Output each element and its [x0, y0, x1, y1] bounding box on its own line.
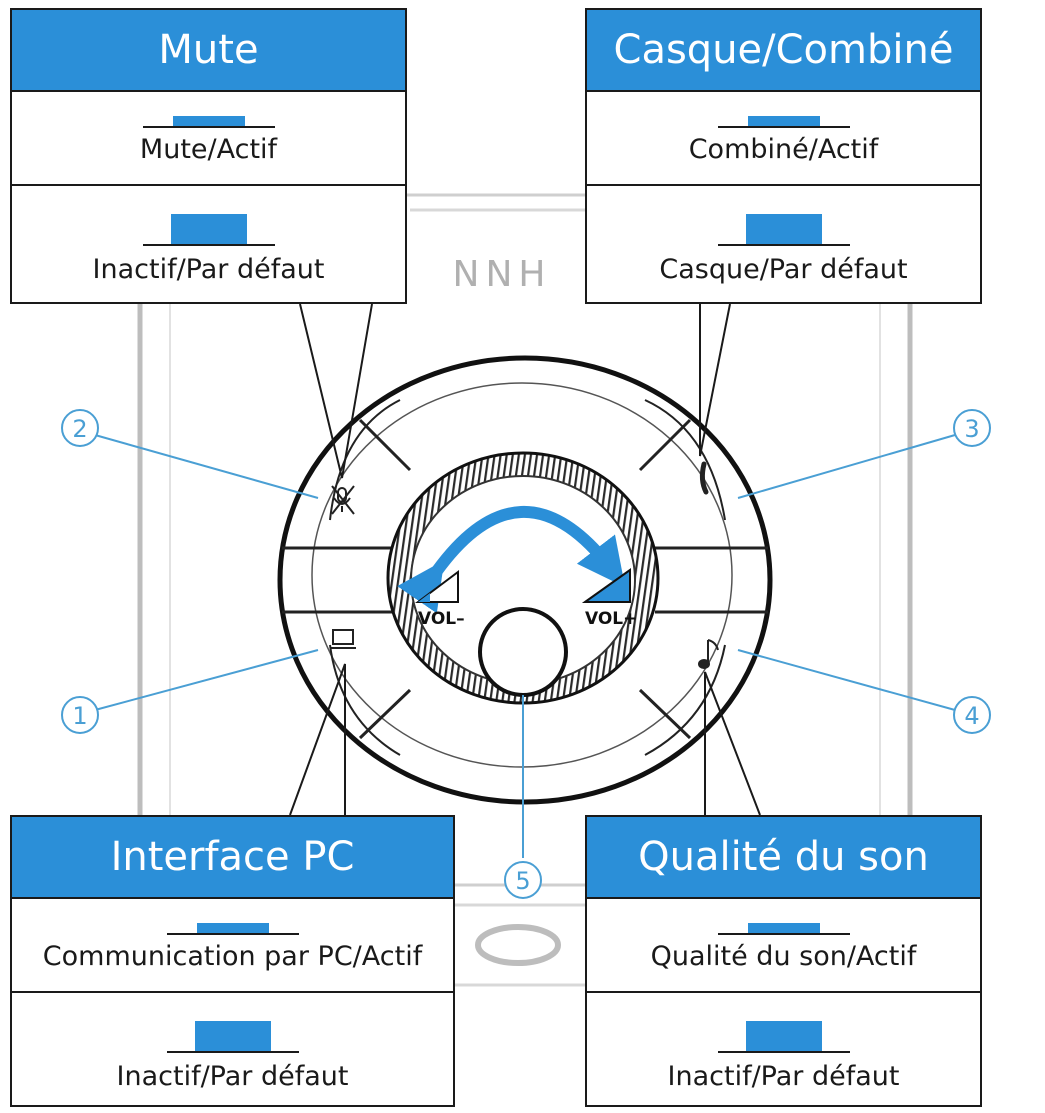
svg-text:2: 2 [72, 415, 87, 443]
state-default: Inactif/Par défaut [12, 991, 453, 1113]
state-label: Communication par PC/Actif [42, 941, 423, 972]
state-label: Inactif/Par défaut [92, 254, 325, 285]
panel-mute: Mute Mute/Actif Inactif/Par défaut [10, 8, 407, 304]
rotation-arrow [397, 505, 626, 614]
button-baseline [717, 1051, 850, 1053]
button-baseline [142, 244, 275, 246]
callout-1: 1 [61, 696, 99, 734]
callout-2: 2 [61, 409, 99, 447]
state-active: Mute/Actif [12, 90, 405, 184]
button-baseline [717, 244, 850, 246]
state-default: Inactif/Par défaut [12, 184, 405, 306]
state-active: Combiné/Actif [587, 90, 980, 184]
state-label: Combiné/Actif [688, 134, 879, 165]
panel-title: Interface PC [12, 817, 453, 897]
panel-sound: Qualité du son Qualité du son/Actif Inac… [585, 815, 982, 1107]
state-label: Qualité du son/Actif [650, 941, 917, 972]
button-baseline [166, 933, 299, 935]
state-default: Inactif/Par défaut [587, 991, 980, 1113]
vol-minus-fill [418, 593, 430, 602]
pressed-button-symbol [196, 923, 269, 933]
bottom-oval-button[interactable] [475, 924, 561, 966]
panel-title: Qualité du son [587, 817, 980, 897]
state-default: Casque/Par défaut [587, 184, 980, 306]
state-label: Mute/Actif [139, 134, 278, 165]
pressed-button-symbol [747, 923, 820, 933]
vol-minus-label: VOL– [418, 609, 465, 629]
vol-plus-label: VOL+ [585, 609, 637, 629]
center-button[interactable] [478, 607, 568, 697]
pressed-button-symbol [747, 116, 820, 126]
callout-lines [94, 434, 956, 858]
panel-headset: Casque/Combiné Combiné/Actif Casque/Par … [585, 8, 982, 304]
button-baseline [142, 126, 275, 128]
panel-title: Mute [12, 10, 405, 90]
button-baseline [717, 126, 850, 128]
brand-fragment: NNH [453, 254, 552, 295]
state-active: Communication par PC/Actif [12, 897, 453, 991]
callout-3: 3 [953, 409, 991, 447]
button-baseline [717, 933, 850, 935]
released-button-symbol [745, 1021, 822, 1051]
svg-text:4: 4 [964, 702, 979, 730]
callout-4: 4 [953, 696, 991, 734]
state-active: Qualité du son/Actif [587, 897, 980, 991]
quadrant-button-pc[interactable] [329, 644, 401, 756]
button-baseline [166, 1051, 299, 1053]
mute-microphone-icon [331, 485, 355, 515]
quadrant-button-mute[interactable] [329, 399, 401, 521]
state-label: Casque/Par défaut [659, 254, 908, 285]
svg-text:3: 3 [964, 415, 979, 443]
quadrant-button-sound[interactable] [644, 644, 726, 756]
state-label: Inactif/Par défaut [116, 1061, 349, 1092]
state-label: Inactif/Par défaut [667, 1061, 900, 1092]
vol-plus-triangle [581, 568, 631, 603]
ring-dividers [282, 418, 768, 740]
pc-monitor-icon [330, 629, 356, 649]
released-button-symbol [170, 214, 247, 244]
panel-title: Casque/Combiné [587, 10, 980, 90]
svg-text:5: 5 [515, 867, 530, 895]
panel-pc: Interface PC Communication par PC/Actif … [10, 815, 455, 1107]
leader-lines [289, 303, 761, 816]
released-button-symbol [745, 214, 822, 244]
callout-5: 5 [504, 861, 542, 899]
music-note-icon [698, 639, 719, 669]
released-button-symbol [194, 1021, 271, 1051]
svg-text:1: 1 [72, 702, 87, 730]
quadrant-button-headset[interactable] [644, 399, 726, 521]
pressed-button-symbol [172, 116, 245, 126]
handset-icon [699, 461, 709, 495]
